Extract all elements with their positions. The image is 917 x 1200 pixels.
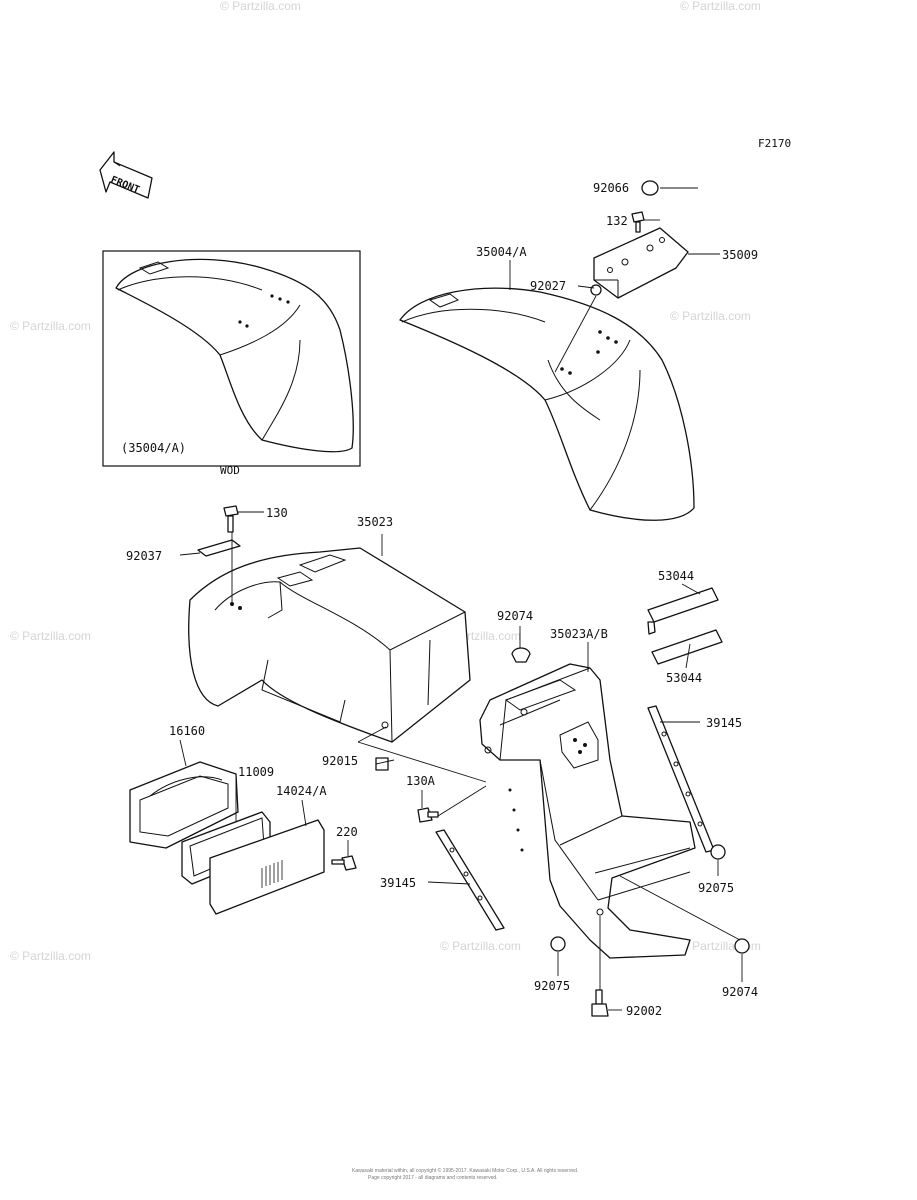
label-53044-top: 53044 (658, 569, 694, 583)
watermark: © Partzilla.com (220, 0, 301, 13)
label-92037: 92037 (126, 549, 162, 563)
label-35004a: 35004/A (476, 245, 527, 259)
part-labels: 92066 132 35009 35004/A 92027 130 35023 … (126, 181, 758, 1018)
label-92002: 92002 (626, 1004, 662, 1018)
front-arrow-icon: FRONT (99, 151, 153, 199)
plate-92037 (197, 539, 241, 557)
bolt-92002 (591, 989, 609, 1017)
label-92074-bottom: 92074 (722, 985, 758, 999)
label-130a: 130A (406, 774, 436, 788)
taillight-16160 (129, 761, 239, 849)
label-92074-top: 92074 (497, 609, 533, 623)
rear-fender-ab (479, 663, 696, 959)
copyright-line-1: Kawasaki material within, all copyright … (352, 1167, 578, 1174)
bracket-35009 (593, 227, 689, 299)
label-11009: 11009 (238, 765, 274, 779)
label-35023ab: 35023A/B (550, 627, 608, 641)
label-35009: 35009 (722, 248, 758, 262)
inset-caption: WOD (220, 464, 240, 477)
label-220: 220 (336, 825, 358, 839)
grommet-92074-bottom (734, 938, 750, 954)
label-92075-left: 92075 (534, 979, 570, 993)
watermark: © Partzilla.com (10, 949, 91, 963)
copyright-line-2: Page copyright 2017 - all diagrams and c… (368, 1175, 498, 1181)
grommet-92074-top (511, 647, 531, 663)
leader-lines (179, 187, 743, 1011)
label-92015: 92015 (322, 754, 358, 768)
figure-code: F2170 (758, 137, 791, 150)
watermark: © Partzilla.com (10, 319, 91, 333)
label-14024a: 14024/A (276, 784, 327, 798)
label-35023: 35023 (357, 515, 393, 529)
bolt-130a (417, 807, 439, 823)
label-39145-left: 39145 (380, 876, 416, 890)
label-130: 130 (266, 506, 288, 520)
label-132: 132 (606, 214, 628, 228)
label-92066: 92066 (593, 181, 629, 195)
screw-220 (331, 855, 357, 871)
grommet-92075-right (710, 844, 726, 860)
label-39145-right: 39145 (706, 716, 742, 730)
grommet-92027 (590, 284, 602, 296)
label-92075-right: 92075 (698, 881, 734, 895)
watermark: © Partzilla.com (680, 0, 761, 13)
rear-fender (188, 547, 471, 743)
inset-wod: (35004/A) WOD (102, 250, 361, 477)
watermark: © Partzilla.com (10, 629, 91, 643)
grommet-92075-left (550, 936, 566, 952)
lens-14024a (209, 819, 325, 915)
copyright-footer: Kawasaki material within, all copyright … (352, 1167, 578, 1181)
label-16160: 16160 (169, 724, 205, 738)
watermark: © Partzilla.com (440, 939, 521, 953)
strip-53044-top (647, 587, 719, 635)
front-fender (399, 287, 695, 521)
label-53044-bottom: 53044 (666, 671, 702, 685)
bolt-130 (223, 505, 239, 533)
bolt-132 (631, 211, 645, 233)
watermark: © Partzilla.com (670, 309, 751, 323)
inset-part-label: (35004/A) (121, 441, 186, 455)
cap-92066 (641, 180, 659, 196)
rail-39145-left (435, 829, 505, 931)
strip-53044-bottom (651, 629, 723, 665)
label-92027: 92027 (530, 279, 566, 293)
